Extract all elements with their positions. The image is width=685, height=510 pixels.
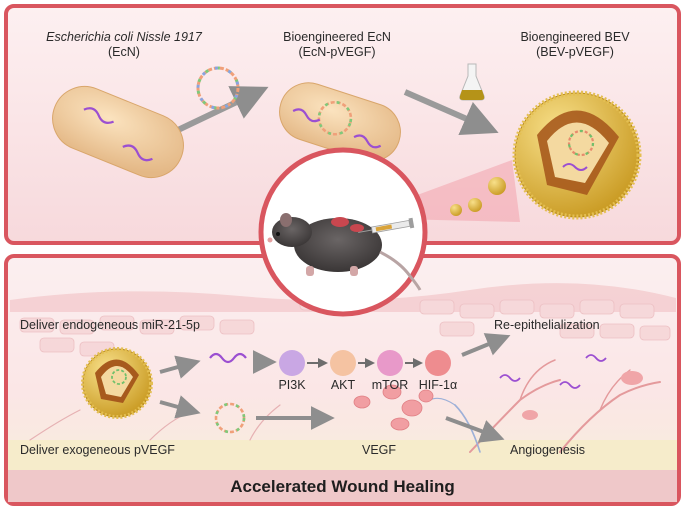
footer-title: Accelerated Wound Healing xyxy=(230,477,455,496)
vesicle-abbr: (BEV-pVEGF) xyxy=(536,45,614,59)
skin-cells xyxy=(10,283,676,357)
arrow-to-plasmid xyxy=(159,395,201,419)
angiogenesis-label: Angiogenesis xyxy=(510,443,586,457)
footer-band xyxy=(8,470,677,502)
reepithelialization-label: Re-epithelialization xyxy=(494,318,600,332)
plasmid-icon xyxy=(196,66,240,110)
vesicle-bev-icon xyxy=(512,90,642,220)
akt-label: AKT xyxy=(330,378,356,392)
vesicle-delivery-icon xyxy=(81,347,153,419)
ecn-bacterium-icon xyxy=(52,86,184,178)
mirna-icon xyxy=(209,352,247,364)
arrow-to-mirna xyxy=(159,355,201,379)
red-cell xyxy=(621,371,643,385)
engineered-name: Bioengineered EcN xyxy=(283,30,391,44)
flask-icon xyxy=(459,63,485,101)
endogenous-label: Deliver endogeneous miR-21-5p xyxy=(20,318,200,332)
akt-node xyxy=(330,350,356,376)
vesicle-name: Bioengineered BEV xyxy=(520,30,630,44)
pvegf-plasmid-icon xyxy=(214,402,246,434)
red-cell-2 xyxy=(522,410,538,420)
arrow-engineered-to-vesicle xyxy=(403,89,499,135)
arrow-strain-to-engineered xyxy=(176,86,269,133)
vegf-proteins xyxy=(353,384,434,431)
arrow-to-angiogenesis xyxy=(445,416,505,443)
small-vesicles xyxy=(450,177,506,216)
engineered-bacterium-icon xyxy=(279,82,401,162)
pi3k-label: PI3K xyxy=(278,378,306,392)
engineered-abbr: (EcN-pVEGF) xyxy=(298,45,376,59)
hif-label: HIF-1α xyxy=(418,378,458,392)
strain-abbr: (EcN) xyxy=(108,45,140,59)
pi3k-node xyxy=(279,350,305,376)
mtor-label: mTOR xyxy=(371,378,409,392)
mtor-node xyxy=(377,350,403,376)
strain-name: Escherichia coli Nissle 1917 xyxy=(46,30,202,44)
mouse-icon xyxy=(267,213,422,291)
vesicle-label: Bioengineered BEV (BEV-pVEGF) xyxy=(500,30,650,60)
scattered-mirna xyxy=(499,354,607,389)
strain-label: Escherichia coli Nissle 1917 (EcN) xyxy=(24,30,224,60)
arrow-to-reepithelialization xyxy=(461,333,511,357)
hif-node xyxy=(425,350,451,376)
vegf-label: VEGF xyxy=(362,443,397,457)
engineered-label: Bioengineered EcN (EcN-pVEGF) xyxy=(262,30,412,60)
exogenous-label: Deliver exogeneous pVEGF xyxy=(20,443,175,457)
